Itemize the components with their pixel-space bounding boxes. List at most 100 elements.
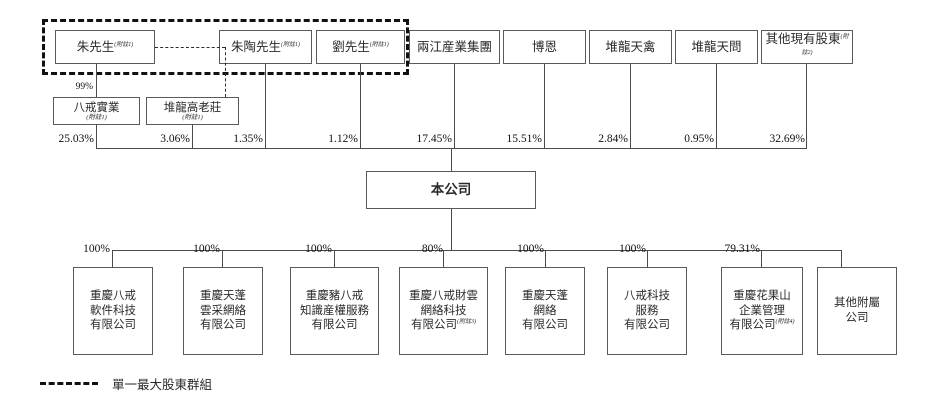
pct-label-99: 99% (75, 82, 93, 92)
holding-box-duilong-gaolaozhuang[interactable]: 堆龍高老莊 (附註1) (146, 97, 239, 125)
connector-drop-gaolaozhuang (192, 125, 193, 148)
page-title: 本公司 (430, 182, 472, 198)
subsidiary-line: 有限公司 (522, 319, 568, 332)
connector-drop-sub-5 (545, 250, 546, 267)
shareholder-label: 堆龍天問 (691, 40, 742, 54)
shareholder-box-liu-xiansheng[interactable]: 劉先生(附註1) (316, 30, 405, 64)
connector-drop-sub-6 (647, 250, 648, 267)
connector-company-to-subsidiary-bus (451, 209, 452, 250)
subsidiary-box-chongqing-bajie-software[interactable]: 重慶八戒 軟件科技 有限公司 (73, 267, 153, 355)
dashed-line-swatch-icon (40, 382, 98, 385)
subsidiary-bus-line (112, 250, 841, 251)
subsidiary-box-bajie-tech-service[interactable]: 八戒科技 服務 有限公司 (607, 267, 687, 355)
pct-label-sub-100-d: 100% (517, 243, 544, 255)
connector-drop-bajie (96, 125, 97, 148)
footnote-ref: (附註1) (182, 114, 203, 122)
connector-drop-sub-4 (443, 250, 444, 267)
shareholder-box-zhu-xiansheng[interactable]: 朱先生(附註1) (55, 30, 155, 64)
footnote-ref: (附註1) (281, 41, 300, 48)
subsidiary-box-chongqing-bajie-caiyun[interactable]: 重慶八戒財雲 網絡科技 有限公司(附註3) (399, 267, 488, 355)
pct-label-sub-100-c: 100% (305, 243, 332, 255)
subsidiary-line: 其他附屬 (834, 297, 880, 310)
connector-drop-sub-3 (334, 250, 335, 267)
shareholder-box-duilong-tianqin[interactable]: 堆龍天禽 (589, 30, 672, 64)
connector-drop-zhutao (265, 64, 266, 148)
connector-drop-tianqin (630, 64, 631, 148)
subsidiary-line: 有限公司 (729, 319, 776, 332)
pct-label-2-84: 2.84% (598, 133, 628, 145)
subsidiary-box-chongqing-huaguoshan[interactable]: 重慶花果山 企業管理 有限公司(附註4) (721, 267, 803, 355)
subsidiary-line: 雲采網絡 (200, 304, 246, 317)
footnote-ref: (附註1) (86, 114, 107, 122)
subsidiary-line: 重慶天蓬 (522, 289, 568, 302)
subsidiary-line: 有限公司 (624, 319, 670, 332)
shareholder-label: 其他現有股東 (765, 32, 841, 46)
subsidiary-line: 服務 (635, 304, 659, 317)
subsidiary-line: 有限公司 (411, 319, 457, 332)
connector-bus-to-company (451, 148, 452, 171)
pct-label-25-03: 25.03% (58, 133, 94, 145)
subsidiary-box-chongqing-tianpeng-yuncai[interactable]: 重慶天蓬 雲采網絡 有限公司 (183, 267, 263, 355)
holding-label: 堆龍高老莊 (163, 101, 222, 114)
pct-label-sub-100-b: 100% (193, 243, 220, 255)
subsidiary-line: 重慶天蓬 (200, 289, 246, 302)
subsidiary-box-chongqing-zhubajie-ip[interactable]: 重慶豬八戒 知識産權服務 有限公司 (290, 267, 379, 355)
pct-label-sub-80: 80% (421, 243, 443, 255)
footnote-ref: (附註4) (775, 319, 795, 326)
connector-drop-other-shareholders (806, 64, 807, 148)
shareholder-label: 博恩 (531, 40, 557, 54)
legend: 單一最大股東群組 (40, 374, 212, 393)
pct-label-0-95: 0.95% (684, 133, 714, 145)
pct-label-3-06: 3.06% (160, 133, 190, 145)
connector-drop-liu (360, 64, 361, 148)
shareholder-box-liangjiang-industrial-group[interactable]: 兩江産業集團 (409, 30, 500, 64)
connector-drop-sub-1 (112, 250, 113, 267)
subsidiary-line: 重慶八戒財雲 (409, 289, 478, 302)
shareholder-box-boen[interactable]: 博恩 (503, 30, 586, 64)
shareholder-label: 堆龍天禽 (605, 40, 656, 54)
dashed-connector-horizontal (155, 47, 225, 48)
footnote-ref: (附註1) (369, 41, 389, 48)
connector-drop-boen (544, 64, 545, 148)
shareholder-label: 朱先生 (76, 40, 115, 54)
pct-label-sub-100-e: 100% (619, 243, 646, 255)
subsidiary-box-chongqing-tianpeng-network[interactable]: 重慶天蓬 網絡 有限公司 (505, 267, 585, 355)
subsidiary-line: 企業管理 (739, 304, 785, 317)
subsidiary-line: 有限公司 (200, 319, 246, 332)
subsidiary-line: 軟件科技 (90, 304, 136, 317)
subsidiary-line: 有限公司 (90, 319, 136, 332)
pct-label-15-51: 15.51% (506, 133, 542, 145)
subsidiary-line: 網絡科技 (420, 304, 467, 317)
pct-label-1-35: 1.35% (233, 133, 263, 145)
connector-drop-sub-2 (222, 250, 223, 267)
footnote-ref: (附註1) (114, 41, 134, 48)
shareholder-box-duilong-tianwen[interactable]: 堆龍天問 (675, 30, 758, 64)
connector-drop-sub-8 (841, 250, 842, 267)
subsidiary-line: 重慶八戒 (90, 289, 136, 302)
dashed-connector-vertical (225, 47, 226, 97)
shareholder-box-zhutao-xiansheng[interactable]: 朱陶先生(附註1) (219, 30, 312, 64)
company-box[interactable]: 本公司 (366, 171, 536, 209)
subsidiary-line: 公司 (845, 312, 869, 324)
pct-label-1-12: 1.12% (328, 133, 358, 145)
subsidiary-box-other-subsidiaries[interactable]: 其他附屬 公司 (817, 267, 897, 355)
pct-label-32-69: 32.69% (769, 133, 805, 145)
footnote-ref: (附註3) (457, 319, 476, 326)
connector-drop-sub-7 (761, 250, 762, 267)
footnote-ref: (附註2) (801, 33, 849, 56)
subsidiary-line: 八戒科技 (624, 289, 670, 302)
subsidiary-line: 知識産權服務 (300, 304, 369, 317)
shareholder-label: 朱陶先生 (230, 40, 281, 54)
connector-drop-liangjiang (454, 64, 455, 148)
subsidiary-line: 有限公司 (311, 319, 358, 332)
pct-label-sub-100-a: 100% (83, 243, 110, 255)
subsidiary-line: 重慶花果山 (733, 289, 791, 302)
shareholder-label: 兩江産業集團 (416, 40, 492, 54)
holding-box-bajie-shiye[interactable]: 八戒實業 (附註1) (53, 97, 140, 125)
subsidiary-line: 網絡 (533, 304, 557, 317)
connector-zhu-to-bajie (96, 64, 97, 97)
shareholder-box-other-existing-shareholders[interactable]: 其他現有股東(附註2) (761, 30, 853, 64)
pct-label-sub-79-31: 79.31% (724, 243, 760, 255)
shareholder-label: 劉先生 (332, 40, 370, 54)
